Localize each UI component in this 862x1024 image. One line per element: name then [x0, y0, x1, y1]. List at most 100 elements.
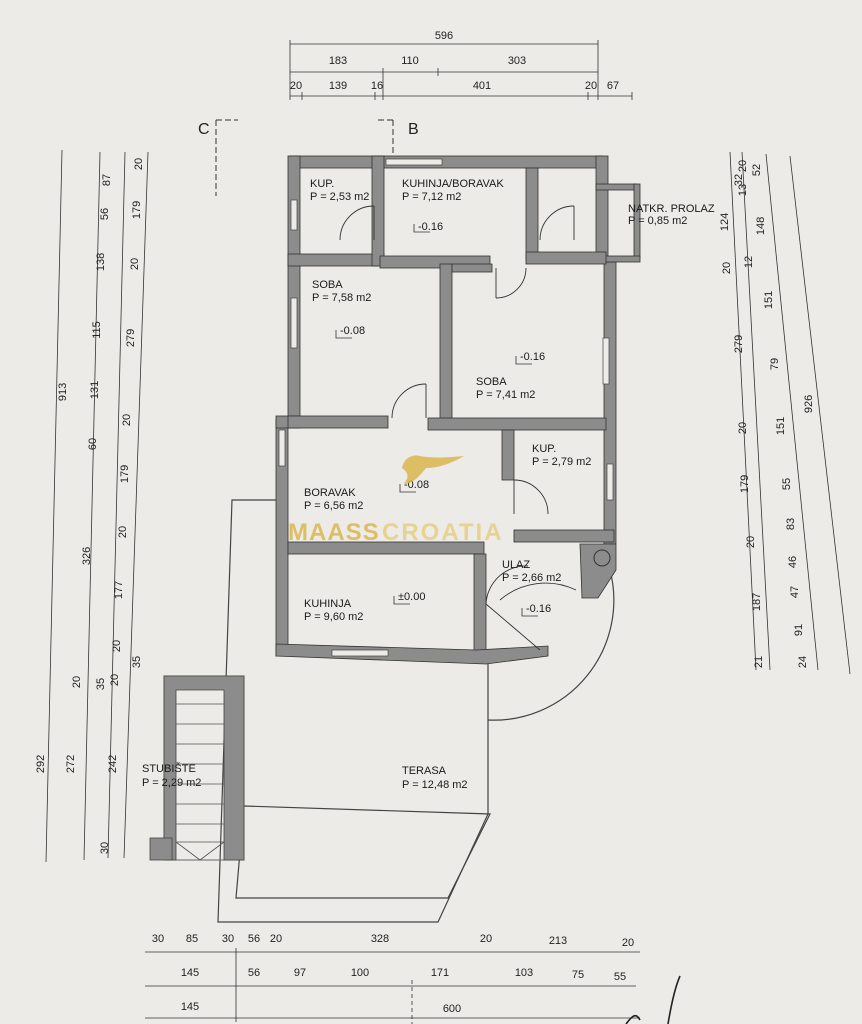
- level-label-2: -0.08: [340, 325, 365, 337]
- left-dimension-labels: 913 292 87 138 131 326 20 272 56 115 60 …: [35, 158, 145, 854]
- dim-top-16: 16: [371, 80, 383, 92]
- dim-right-151b: 151: [775, 417, 787, 435]
- room-natkr-prolaz-area: P = 0,85 m2: [628, 215, 687, 227]
- watermark-brand-right: CROATIA: [382, 519, 504, 546]
- room-kuhinja-area: P = 9,60 m2: [304, 611, 363, 623]
- dim-right-12: 12: [743, 256, 755, 268]
- room-natkr-prolaz-name: NATKR. PROLAZ: [628, 203, 715, 215]
- dim-right-148: 148: [755, 217, 767, 235]
- bottom-dimensions: [145, 948, 640, 1024]
- room-boravak-name: BORAVAK: [304, 487, 356, 499]
- room-soba-2-name: SOBA: [476, 376, 507, 388]
- dim-right-20a: 20: [737, 160, 749, 172]
- dim-left-20a: 20: [133, 158, 145, 170]
- walls: [275, 155, 641, 665]
- dim-bottom-30a: 30: [152, 933, 164, 945]
- room-kuhinja-boravak-name: KUHINJA/BORAVAK: [402, 178, 504, 190]
- room-stubiste-name: STUBIŠTE: [142, 762, 196, 775]
- dim-bottom-100: 100: [351, 967, 369, 979]
- level-label-6: -0.16: [526, 603, 551, 615]
- room-soba-2-area: P = 7,41 m2: [476, 389, 535, 401]
- signature-mark: [625, 975, 681, 1024]
- dim-left-35b: 35: [131, 656, 143, 668]
- dim-left-56: 56: [99, 208, 111, 220]
- dim-bottom-213: 213: [549, 935, 567, 947]
- dim-right-55: 55: [781, 478, 793, 490]
- dim-top-303: 303: [508, 55, 526, 67]
- dim-right-32: 32: [733, 174, 745, 186]
- dim-right-151a: 151: [763, 291, 775, 309]
- dim-bottom-145a: 145: [181, 967, 199, 979]
- room-ulaz-area: P = 2,66 m2: [502, 572, 561, 584]
- level-label-5: ±0.00: [398, 591, 425, 603]
- dim-right-47: 47: [789, 586, 801, 598]
- room-ulaz-name: ULAZ: [502, 559, 530, 571]
- room-kuhinja-name: KUHINJA: [304, 598, 352, 610]
- right-dimension-labels: 20 124 20 279 20 179 20 187 21 13 32 12 …: [719, 160, 815, 668]
- level-labels: -0.16 -0.08 -0.16 -0.08 ±0.00 -0.16: [340, 221, 551, 615]
- right-dimensions: [729, 151, 851, 675]
- section-markers: [215, 119, 394, 196]
- dim-left-115: 115: [91, 321, 103, 339]
- dim-left-279: 279: [125, 329, 137, 347]
- dim-right-20d: 20: [745, 536, 757, 548]
- dim-bottom-600: 600: [443, 1003, 461, 1015]
- staircase: [149, 675, 245, 861]
- dim-bottom-85: 85: [186, 933, 198, 945]
- dim-bottom-75: 75: [572, 969, 584, 981]
- terrace-outline: [217, 499, 615, 923]
- level-label-3: -0.16: [520, 351, 545, 363]
- dim-bottom-55: 55: [614, 971, 626, 983]
- dim-right-91: 91: [793, 624, 805, 636]
- dim-top-20b: 20: [585, 80, 597, 92]
- dim-right-124: 124: [719, 213, 731, 231]
- dim-right-187: 187: [751, 593, 763, 611]
- dim-left-292: 292: [35, 755, 47, 773]
- watermark-logo: MAASS CROATIA: [288, 455, 504, 546]
- dim-top-67: 67: [607, 80, 619, 92]
- dim-right-79: 79: [769, 358, 781, 370]
- dim-left-20e: 20: [111, 640, 123, 652]
- dim-right-279: 279: [733, 335, 745, 353]
- dim-right-21: 21: [753, 656, 765, 668]
- dim-bottom-20c: 20: [622, 937, 634, 949]
- dim-right-179: 179: [739, 475, 751, 493]
- dim-right-46: 46: [787, 556, 799, 568]
- dim-left-20c: 20: [121, 414, 133, 426]
- dim-left-131: 131: [89, 381, 101, 399]
- room-soba-1-area: P = 7,58 m2: [312, 292, 371, 304]
- dim-left-2035: 20: [71, 676, 83, 688]
- dim-right-83: 83: [785, 518, 797, 530]
- dim-top-596: 596: [435, 30, 453, 42]
- dim-left-326: 326: [81, 547, 93, 565]
- dim-left-177: 177: [113, 581, 125, 599]
- dim-left-20col3: 20: [109, 674, 121, 686]
- room-kup-2-name: KUP.: [532, 443, 556, 455]
- top-dimensions: [289, 40, 633, 100]
- dim-left-20b: 20: [129, 258, 141, 270]
- dim-right-20c: 20: [737, 422, 749, 434]
- dim-left-138: 138: [95, 253, 107, 271]
- room-kup-1-area: P = 2,53 m2: [310, 191, 369, 203]
- room-kup-2-area: P = 2,79 m2: [532, 456, 591, 468]
- dim-bottom-20b: 20: [480, 933, 492, 945]
- dim-bottom-145b: 145: [181, 1001, 199, 1013]
- dim-right-52: 52: [751, 164, 763, 176]
- dim-left-30: 30: [99, 842, 111, 854]
- section-marker-c: C: [198, 121, 210, 138]
- dim-right-24: 24: [797, 656, 809, 668]
- dim-top-110: 110: [401, 55, 419, 67]
- dim-bottom-97: 97: [294, 967, 306, 979]
- dim-bottom-56b: 56: [248, 967, 260, 979]
- column-circle: [593, 549, 611, 567]
- top-dimension-labels: 596 183 110 303 20 139 16 401 20 67: [290, 30, 619, 92]
- dim-left-179a: 179: [131, 201, 143, 219]
- level-arrows: [335, 224, 538, 617]
- dim-left-913: 913: [57, 383, 69, 401]
- dim-top-20a: 20: [290, 80, 302, 92]
- dim-right-20b: 20: [721, 262, 733, 274]
- dim-left-272: 272: [65, 755, 77, 773]
- section-marker-b: B: [408, 121, 419, 138]
